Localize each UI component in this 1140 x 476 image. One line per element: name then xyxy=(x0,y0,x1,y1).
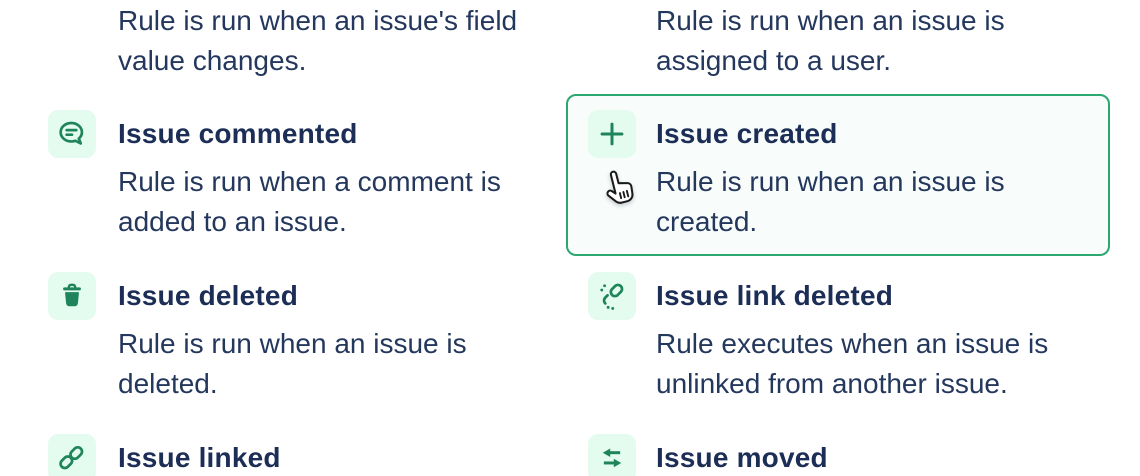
trigger-description-line: Rule is run when an issue is xyxy=(656,5,1005,36)
trigger-title: Issue commented xyxy=(118,118,358,149)
trigger-item-issue-linked[interactable]: Issue linked xyxy=(48,434,548,476)
mouse-pointer-hand-cursor xyxy=(596,167,640,218)
trigger-item-issue-link-deleted[interactable]: Issue link deleted Rule executes when an… xyxy=(588,272,1110,404)
trigger-text: Issue created Rule is run when an issue … xyxy=(656,110,1005,242)
trigger-text: Issue link deleted Rule executes when an… xyxy=(656,272,1048,404)
trigger-description-line: assigned to a user. xyxy=(656,45,892,76)
trigger-title: Issue created xyxy=(656,118,838,149)
trigger-item-issue-commented[interactable]: Issue commented Rule is run when a comme… xyxy=(48,110,548,242)
trigger-title: Issue link deleted xyxy=(656,280,894,311)
trigger-item-issue-deleted[interactable]: Issue deleted Rule is run when an issue … xyxy=(48,272,548,404)
link-icon xyxy=(48,434,96,476)
trigger-grid: Issue commented Rule is run when a comme… xyxy=(48,94,1110,476)
trigger-description: Rule is run when an issue is deleted. xyxy=(118,328,467,399)
trigger-item-issue-moved[interactable]: Issue moved xyxy=(588,434,1110,476)
trigger-cell-selected: Issue created Rule is run when an issue … xyxy=(566,94,1110,256)
trigger-description: Rule executes when an issue is unlinked … xyxy=(656,328,1049,399)
trigger-description: Rule is run when an issue is created. xyxy=(656,166,1005,237)
trigger-cell: Issue commented Rule is run when a comme… xyxy=(48,110,548,242)
trigger-description: Rule is run when a comment is added to a… xyxy=(118,166,501,237)
trigger-text: Issue deleted Rule is run when an issue … xyxy=(118,272,467,404)
trigger-title: Issue deleted xyxy=(118,280,299,311)
comment-icon xyxy=(48,110,96,158)
trigger-item-issue-assigned[interactable]: Rule is run when an issue is assigned to… xyxy=(656,1,1005,81)
trigger-cell: Issue linked xyxy=(48,434,548,476)
trigger-cell: Issue link deleted Rule executes when an… xyxy=(588,272,1110,404)
selected-card-outline xyxy=(566,94,1110,256)
trigger-description-line: Rule is run when an issue's field xyxy=(118,5,518,36)
arrows-icon xyxy=(588,434,636,476)
trigger-cell: Issue deleted Rule is run when an issue … xyxy=(48,272,548,404)
trigger-title: Issue moved xyxy=(656,442,828,473)
trash-icon xyxy=(48,272,96,320)
trigger-text: Issue moved xyxy=(656,434,828,476)
trigger-text: Issue linked xyxy=(118,434,281,476)
plus-icon xyxy=(588,110,636,158)
trigger-text: Issue commented Rule is run when a comme… xyxy=(118,110,501,242)
broken-link-icon xyxy=(588,272,636,320)
trigger-cell: Issue moved xyxy=(588,434,1110,476)
trigger-description-line: value changes. xyxy=(118,45,307,76)
trigger-item-issue-created[interactable]: Issue created Rule is run when an issue … xyxy=(588,110,1110,242)
trigger-title: Issue linked xyxy=(118,442,281,473)
trigger-item-field-value-changed[interactable]: Rule is run when an issue's field value … xyxy=(118,1,517,81)
